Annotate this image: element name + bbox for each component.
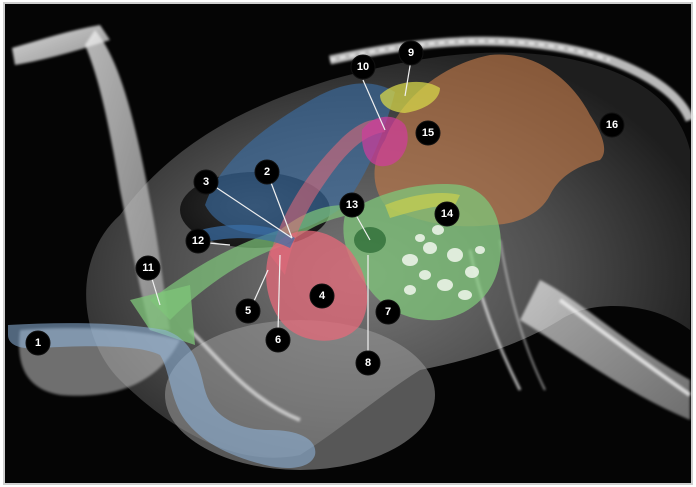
marker-1: 1 xyxy=(26,331,50,355)
marker-13: 13 xyxy=(340,193,364,217)
marker-12-label: 12 xyxy=(192,235,204,247)
marker-11: 11 xyxy=(136,256,160,280)
marker-12: 12 xyxy=(186,229,210,253)
marker-11-label: 11 xyxy=(142,262,154,274)
marker-14-label: 14 xyxy=(441,208,454,220)
marker-10: 10 xyxy=(351,55,375,79)
marker-3: 3 xyxy=(194,170,218,194)
marker-15: 15 xyxy=(416,121,440,145)
marker-10-label: 10 xyxy=(357,61,369,73)
marker-6: 6 xyxy=(266,328,290,352)
marker-6-label: 6 xyxy=(275,334,281,346)
marker-7: 7 xyxy=(376,300,400,324)
marker-14: 14 xyxy=(435,202,459,226)
marker-5-label: 5 xyxy=(245,305,251,317)
marker-2: 2 xyxy=(255,160,279,184)
marker-1-label: 1 xyxy=(35,337,41,349)
marker-4: 4 xyxy=(310,284,334,308)
marker-16: 16 xyxy=(600,113,624,137)
marker-8-label: 8 xyxy=(365,357,371,369)
marker-15-label: 15 xyxy=(422,127,434,139)
marker-16-label: 16 xyxy=(606,119,618,131)
marker-8: 8 xyxy=(356,351,380,375)
marker-7-label: 7 xyxy=(385,306,391,318)
marker-2-label: 2 xyxy=(264,166,270,178)
marker-3-label: 3 xyxy=(203,176,209,188)
marker-5: 5 xyxy=(236,299,260,323)
marker-4-label: 4 xyxy=(319,290,326,302)
marker-9: 9 xyxy=(399,41,423,65)
marker-9-label: 9 xyxy=(408,47,414,59)
marker-13-label: 13 xyxy=(346,199,358,211)
